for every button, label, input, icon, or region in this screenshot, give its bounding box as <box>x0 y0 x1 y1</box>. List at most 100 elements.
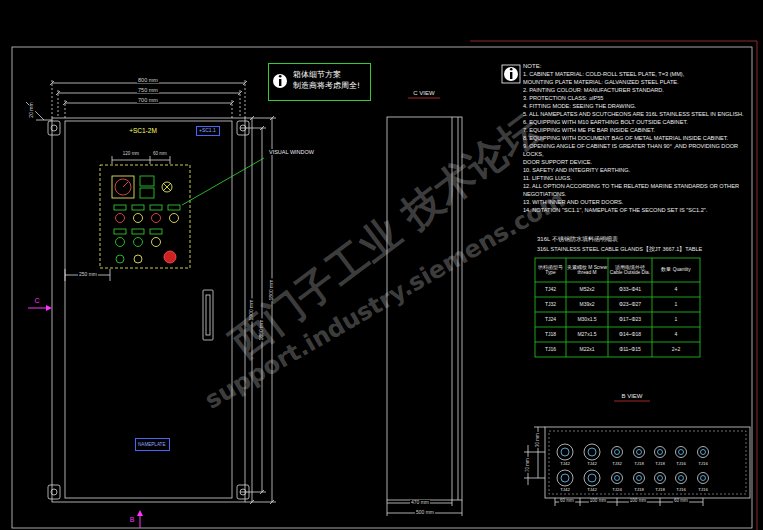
dimension-text: 60 mm <box>673 499 689 504</box>
drawing-path <box>112 156 170 164</box>
gland-label: TJ18 <box>654 488 666 493</box>
note-text: 9. OPENING ANGLE OF CABINET IS GREATER T… <box>523 142 751 158</box>
view-arrows <box>28 305 143 528</box>
gland-label: TJ16 <box>675 488 687 493</box>
drawing-circle <box>637 450 642 455</box>
drawing-circle <box>152 238 161 247</box>
note-text: 2. PAINTING COLOUR: MANUFACTURER STANDAR… <box>523 86 664 94</box>
drawing-path <box>555 498 703 506</box>
gland-label: TJ16 <box>697 462 709 467</box>
dimension-text: 100 mm <box>589 499 607 504</box>
drawing-path <box>123 182 128 187</box>
drawing-path <box>46 305 52 311</box>
drawing-path <box>28 308 46 309</box>
drawing-rect <box>132 205 144 210</box>
gland-label: TJ24 <box>611 488 623 493</box>
drawing-circle <box>676 473 687 484</box>
drawing-circle <box>655 447 666 458</box>
drawing-path <box>408 98 440 99</box>
drawing-circle <box>557 444 573 460</box>
table-cell: TJ32 <box>536 298 565 311</box>
drawing-circle <box>162 182 172 192</box>
gland-label: TJ16 <box>675 462 687 467</box>
drawing-circle <box>588 448 596 456</box>
drawing-circle <box>698 473 709 484</box>
table-cell: 4 <box>653 328 699 341</box>
drawing-rect <box>502 65 520 83</box>
drawing-circle <box>588 474 596 482</box>
drawing-g <box>561 448 706 482</box>
drawing-circle <box>116 255 124 263</box>
info-box: 箱体细节方案制造商将考虑周全! <box>268 63 371 101</box>
drawing-circle <box>584 470 600 486</box>
drawing-rect <box>12 47 752 528</box>
drawing-circle <box>51 489 57 495</box>
leader-line <box>182 158 264 205</box>
note-text: 8. EQUIPPING WITH DOCUMENT BAG OF METAL … <box>523 134 728 142</box>
note-text: NOTE: <box>523 62 541 70</box>
drawing-path <box>535 258 700 357</box>
drawing-circle <box>615 476 620 481</box>
drawing-circle <box>655 473 666 484</box>
note-text: 5. ALL NAMEPLATES AND SCUTCHEONS ARE 316… <box>523 110 744 118</box>
info-icon <box>273 74 287 88</box>
drawing-rect <box>114 229 126 234</box>
drawing-circle <box>612 447 623 458</box>
table-header: 适用电缆外径 Cable Outside Dia. <box>609 259 651 281</box>
table-cell: M39x2 <box>567 298 607 311</box>
dimension-text: 30 mm <box>536 432 541 448</box>
note-text: 1. CABINET MATERIAL: COLD-ROLL STEEL PLA… <box>523 70 684 78</box>
table-cell: M52x2 <box>567 283 607 296</box>
view-title: B VIEW <box>620 393 643 400</box>
table-header: 夹紧螺纹 M Screw thread M <box>567 259 607 281</box>
table-cell: M22x1 <box>567 343 607 356</box>
note-text: DOOR SUPPORT DEVICE. <box>523 158 592 166</box>
drawing-circle <box>637 476 642 481</box>
drawing-circle <box>557 470 573 486</box>
front-view <box>26 80 276 504</box>
node-text: NAMEPLATE <box>138 442 167 447</box>
drawing-circle <box>134 255 142 263</box>
view-marker: C <box>33 297 40 305</box>
drawing-rect <box>48 485 60 499</box>
gland-label: TJ18 <box>633 488 645 493</box>
drawing-rect <box>140 176 154 186</box>
table-cell: TJ16 <box>536 343 565 356</box>
drawing-circle <box>561 448 569 456</box>
note-text: 4. FITTING MODE: SEEING THE DRAWING. <box>523 102 636 110</box>
drawing-path <box>163 183 171 191</box>
drawing-circle <box>615 450 620 455</box>
drawing-rect <box>132 229 144 234</box>
drawing-rect <box>545 427 750 498</box>
gland-label: TJ18 <box>654 462 666 467</box>
tag-text: +SC1-2M <box>128 127 158 134</box>
table-cell: TJ42 <box>536 283 565 296</box>
drawing-circle <box>116 214 125 223</box>
node-text: +SC1.1 <box>199 128 217 134</box>
table-cell: TJ24 <box>536 313 565 326</box>
drawing-circle <box>152 214 161 223</box>
drawing-rect <box>65 121 232 498</box>
table-cell: 1 <box>653 313 699 326</box>
drawing-path <box>140 516 141 528</box>
drawing-circle <box>679 476 684 481</box>
dimension-text: 20 mm <box>29 101 35 118</box>
note-text: 6. EQUIPPING WITH M10 EARTHING BOLT OUTS… <box>523 118 688 126</box>
dimension-text: 470 mm <box>410 500 430 506</box>
drawing-path <box>65 269 110 281</box>
drawing-path <box>52 83 245 103</box>
drawing-circle <box>504 67 518 81</box>
drawing-rect <box>279 79 281 86</box>
control-panel <box>100 165 190 268</box>
table-cell: 1 <box>653 298 699 311</box>
b-view <box>524 401 750 506</box>
drawing-rect <box>150 229 162 234</box>
table-cell: Φ33~Φ41 <box>609 283 651 296</box>
table-header: 填料函型号 Type <box>536 259 565 281</box>
table-cell: 4 <box>653 283 699 296</box>
dimension-text: 60 mm <box>152 152 168 157</box>
note-text: MOUNTING PLATE MATERIAL: GALVANIZED STEE… <box>523 78 679 86</box>
table-cell: M30x1.5 <box>567 313 607 326</box>
drawing-circle <box>701 476 706 481</box>
dimension-text: 70 mm <box>526 457 531 473</box>
